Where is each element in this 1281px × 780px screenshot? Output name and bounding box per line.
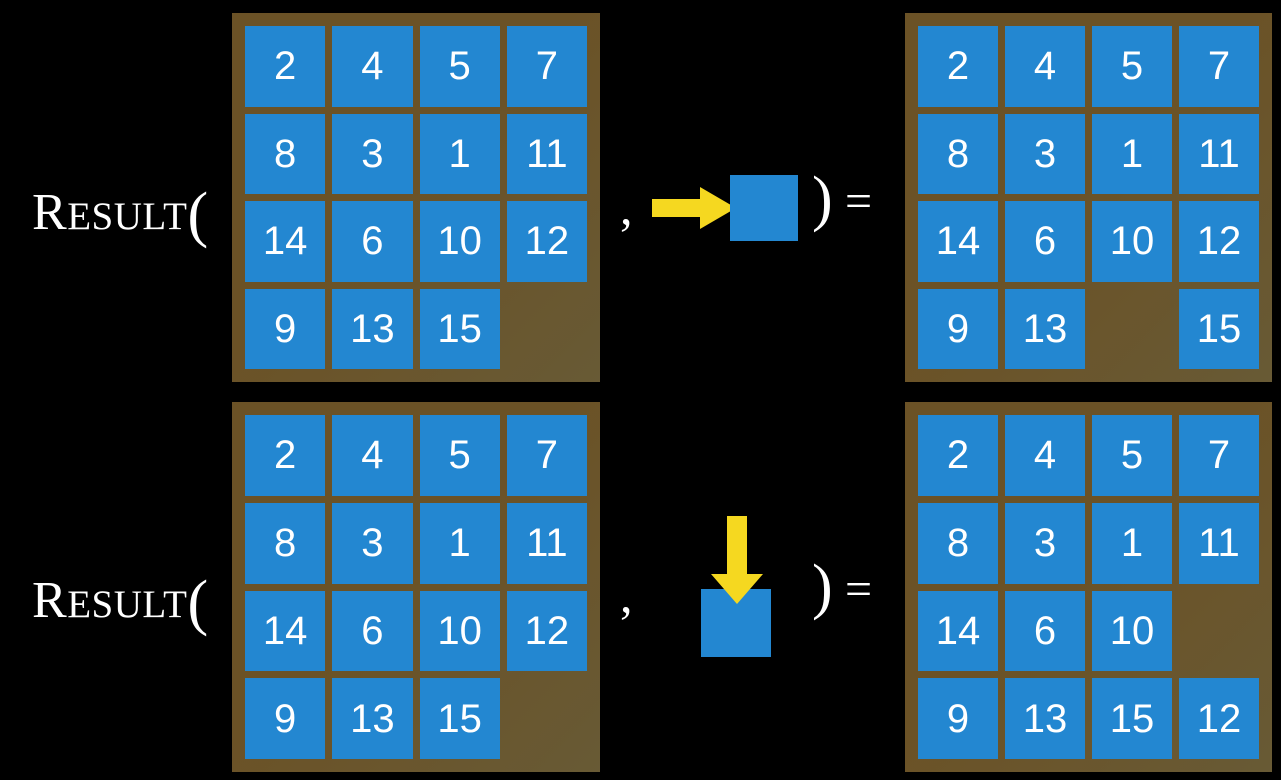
puzzle-tile[interactable]: 11 — [506, 502, 587, 584]
puzzle-tile[interactable]: 12 — [1179, 678, 1259, 759]
puzzle-tile[interactable]: 2 — [918, 26, 998, 107]
puzzle-tile[interactable]: 14 — [245, 201, 326, 282]
close-paren-row1: ) — [812, 165, 833, 233]
puzzle-tile[interactable]: 1 — [419, 502, 500, 584]
puzzle-tile[interactable]: 12 — [506, 590, 587, 672]
puzzle-tile[interactable]: 3 — [332, 113, 413, 194]
puzzle-tile[interactable]: 7 — [506, 26, 587, 107]
puzzle-tile[interactable]: 4 — [332, 415, 413, 496]
puzzle-tile[interactable]: 5 — [419, 26, 500, 107]
puzzle-tile[interactable]: 4 — [332, 26, 413, 107]
puzzle-tile[interactable]: 7 — [506, 415, 587, 496]
puzzle-tile[interactable]: 3 — [1005, 113, 1085, 194]
puzzle-tile[interactable]: 8 — [245, 113, 326, 194]
puzzle-tile[interactable]: 11 — [1179, 502, 1259, 584]
puzzle-tile[interactable]: 14 — [918, 201, 998, 282]
puzzle-tile[interactable]: 2 — [245, 26, 326, 107]
puzzle-tile[interactable]: 7 — [1179, 26, 1259, 107]
puzzle-tile[interactable]: 6 — [332, 590, 413, 672]
puzzle-tile[interactable]: 6 — [1005, 201, 1085, 282]
equals-sign-row2: = — [845, 563, 873, 616]
puzzle-tile[interactable]: 2 — [918, 415, 998, 496]
puzzle-tile[interactable]: 13 — [1005, 678, 1085, 759]
puzzle-tile[interactable]: 8 — [918, 502, 998, 584]
move-down-arrow-icon — [711, 516, 763, 604]
result-label-rest-row2: ESULT — [67, 583, 188, 626]
puzzle-tile[interactable]: 14 — [245, 590, 326, 672]
puzzle-tile[interactable]: 3 — [332, 502, 413, 584]
result-label-cap-row2: R — [32, 572, 68, 629]
close-paren-row2: ) — [812, 553, 833, 621]
puzzle-tile[interactable]: 9 — [245, 678, 326, 759]
puzzle-tile-blank — [1092, 289, 1172, 370]
puzzle-tile[interactable]: 12 — [1179, 201, 1259, 282]
equals-sign-row1: = — [845, 175, 873, 228]
open-paren-row2: ( — [187, 569, 209, 637]
puzzle-tile-blank — [507, 289, 587, 370]
puzzle-tile[interactable]: 2 — [245, 415, 326, 496]
puzzle-tile[interactable]: 15 — [419, 678, 500, 759]
puzzle-tile[interactable]: 1 — [419, 113, 500, 194]
puzzle-tile[interactable]: 8 — [245, 502, 326, 584]
puzzle-tile[interactable]: 6 — [1005, 590, 1085, 672]
comma-separator-row1: , — [620, 179, 633, 235]
puzzle-tile[interactable]: 11 — [1179, 113, 1259, 194]
puzzle-tile[interactable]: 5 — [1092, 26, 1172, 107]
comma-separator-row2: , — [620, 567, 633, 623]
puzzle-tile[interactable]: 6 — [332, 201, 413, 282]
puzzle-tile[interactable]: 4 — [1005, 26, 1085, 107]
puzzle-tile[interactable]: 5 — [419, 415, 500, 496]
move-right-tile-glyph[interactable] — [730, 175, 798, 241]
puzzle-tile[interactable]: 10 — [1092, 590, 1172, 672]
puzzle-tile[interactable]: 1 — [1092, 502, 1172, 584]
open-paren-row1: ( — [187, 181, 209, 249]
puzzle-tile[interactable]: 9 — [245, 288, 326, 369]
puzzle-tile[interactable]: 9 — [918, 678, 998, 759]
puzzle-tile[interactable]: 3 — [1005, 502, 1085, 584]
puzzle-tile[interactable]: 15 — [419, 288, 500, 369]
puzzle-tile[interactable]: 5 — [1092, 415, 1172, 496]
puzzle-tile[interactable]: 15 — [1092, 678, 1172, 759]
puzzle-tile[interactable]: 14 — [918, 590, 998, 672]
puzzle-tile[interactable]: 13 — [332, 288, 413, 369]
move-right-arrow-icon — [652, 187, 736, 229]
puzzle-tile[interactable]: 13 — [1005, 288, 1085, 369]
puzzle-tile[interactable]: 10 — [419, 201, 500, 282]
result-label-rest-row1: ESULT — [67, 195, 188, 238]
puzzle-tile[interactable]: 11 — [506, 113, 587, 194]
puzzle-tile[interactable]: 10 — [419, 590, 500, 672]
puzzle-tile-blank — [507, 678, 587, 759]
puzzle-tile[interactable]: 1 — [1092, 113, 1172, 194]
puzzle-tile[interactable]: 9 — [918, 288, 998, 369]
puzzle-tile[interactable]: 13 — [332, 678, 413, 759]
puzzle-tile[interactable]: 12 — [506, 201, 587, 282]
puzzle-tile-blank — [1179, 591, 1259, 672]
result-label-cap-row1: R — [32, 184, 68, 241]
puzzle-tile[interactable]: 15 — [1179, 288, 1259, 369]
puzzle-tile[interactable]: 10 — [1092, 201, 1172, 282]
puzzle-tile[interactable]: 4 — [1005, 415, 1085, 496]
puzzle-tile[interactable]: 7 — [1179, 415, 1259, 496]
result-label-row1: RESULT( — [32, 178, 209, 246]
result-label-row2: RESULT( — [32, 566, 209, 634]
puzzle-tile[interactable]: 8 — [918, 113, 998, 194]
